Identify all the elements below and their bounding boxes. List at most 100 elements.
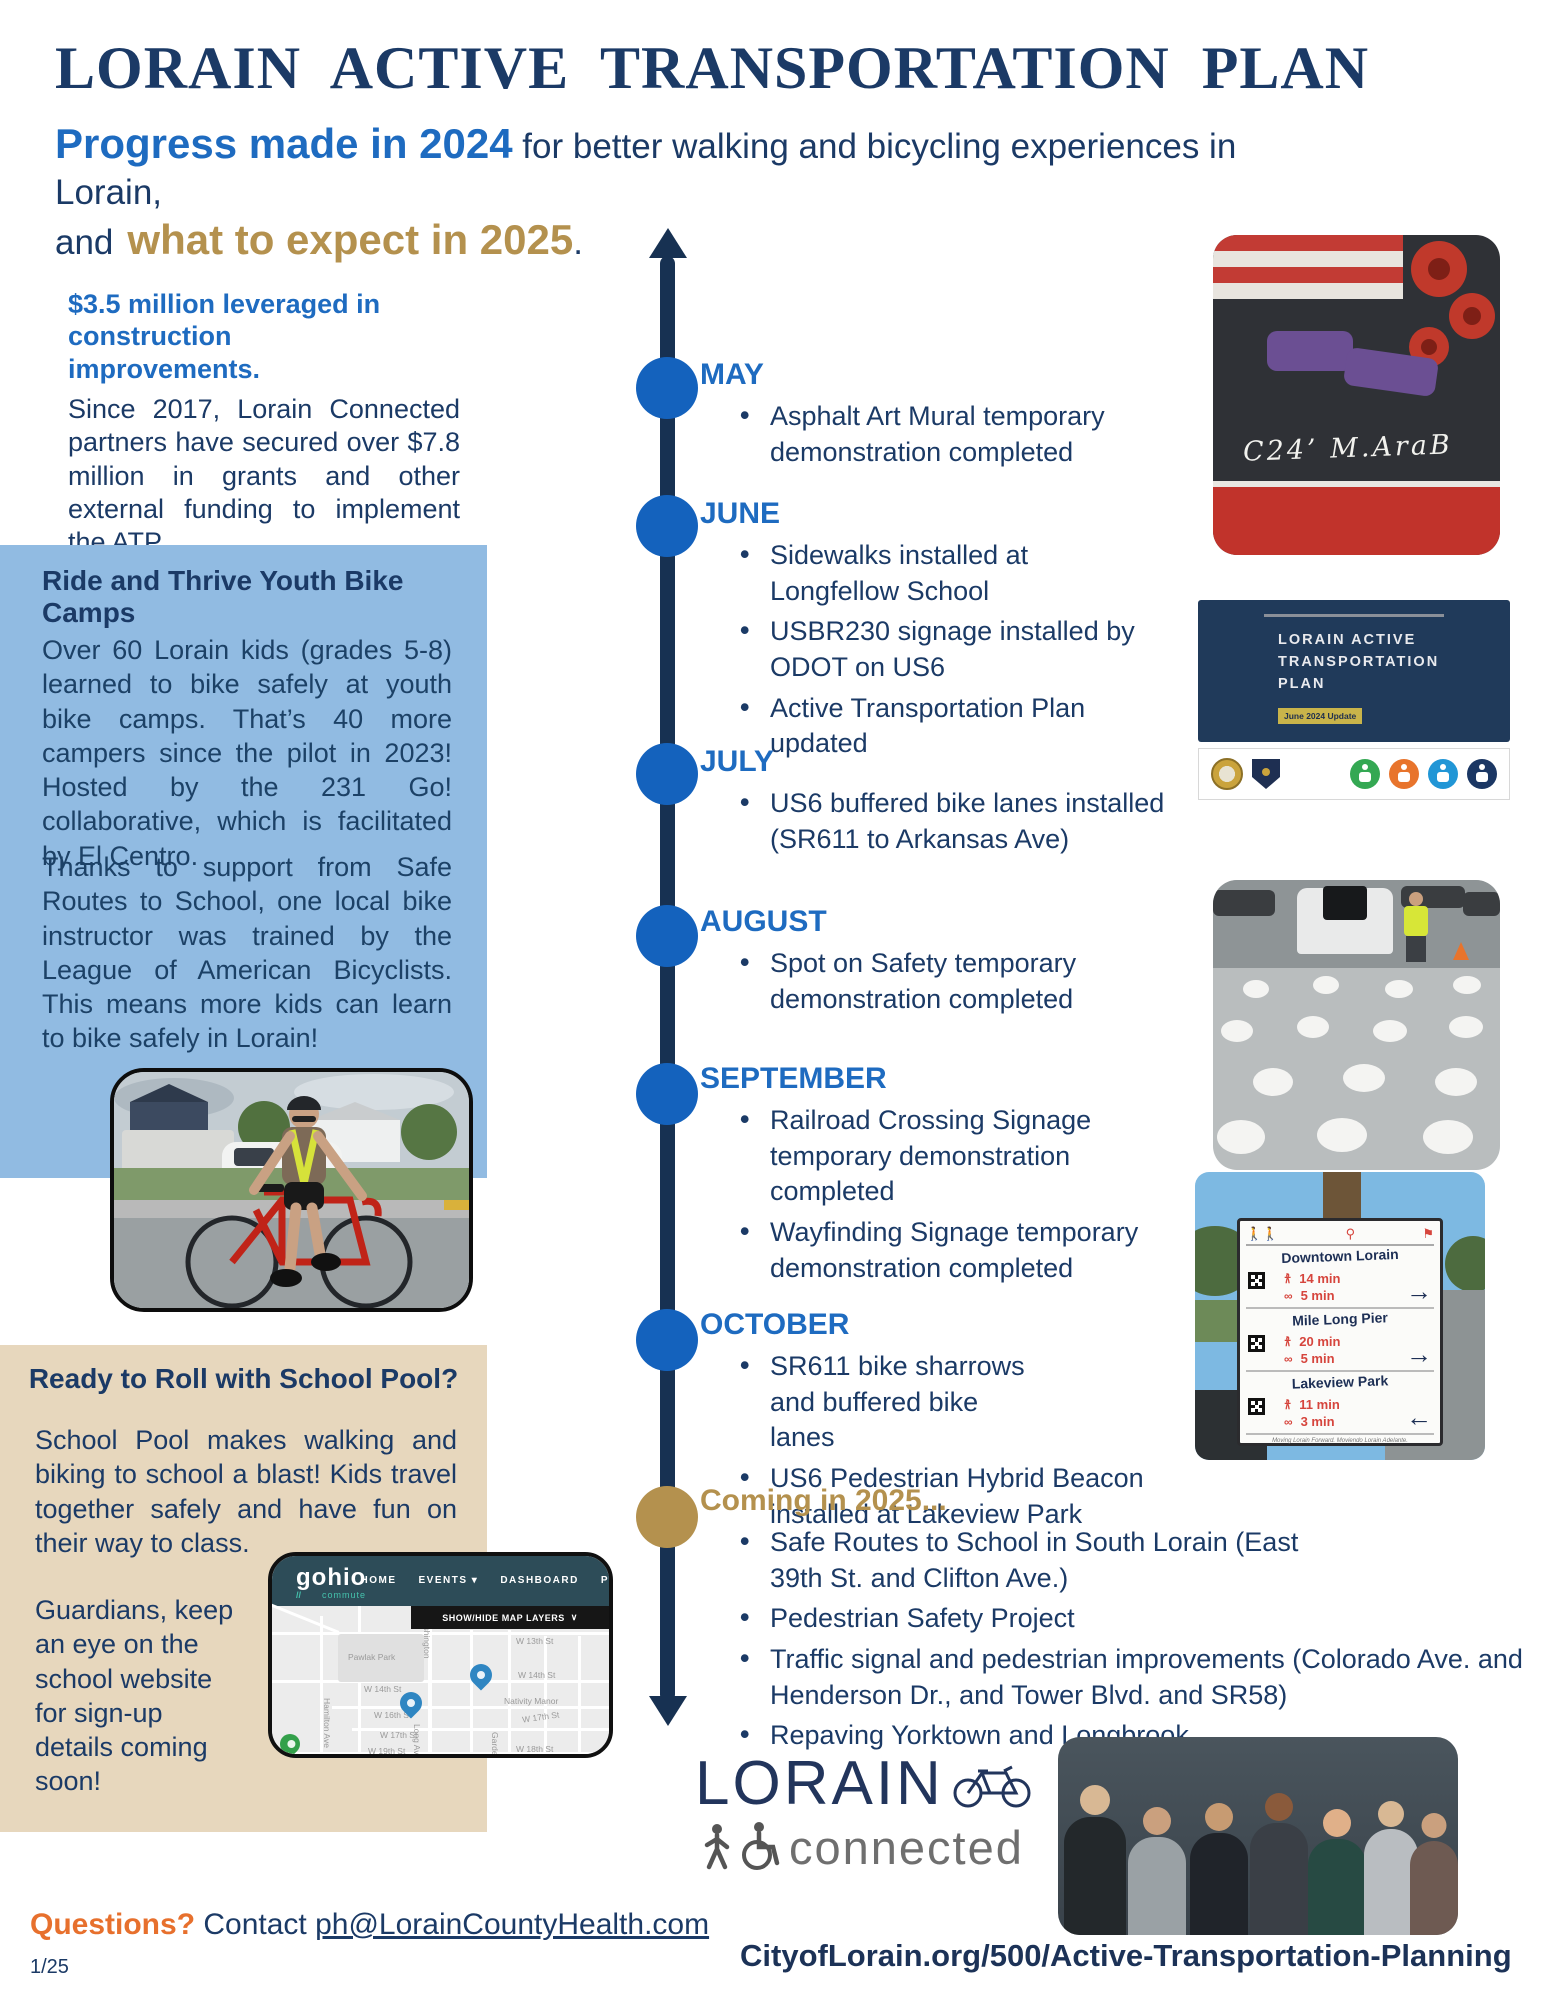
bike-icon: ∞ [1284,1288,1293,1303]
brand-lorain-text: LORAIN [695,1749,944,1818]
map-street-line [352,1728,609,1731]
body [1364,1829,1418,1935]
page-title: LORAIN ACTIVE TRANSPORTATION PLAN [55,35,1370,101]
direction-arrow-icon: → [1406,1276,1432,1306]
city-seal-icon [1211,758,1243,790]
walking-person-icon [704,1824,730,1870]
subtitle-expect-2025: what to expect in 2025 [127,216,574,264]
head [1421,1813,1447,1838]
mural-white-line [1213,481,1500,487]
month-items: US6 buffered bike lanes installed (SR611… [740,785,1218,857]
open-hatch [1323,886,1367,920]
pavement-dot [1385,980,1413,998]
tree [1445,1236,1485,1292]
month-label: SEPTEMBER [700,1062,887,1095]
body [1128,1837,1186,1935]
body [1064,1817,1126,1935]
pavement-dot [1253,1068,1293,1096]
photo-asphalt-art-mural: C24’ M.AraB [1213,235,1500,555]
atp-cover-title: LORAIN ACTIVE TRANSPORTATION PLAN [1278,632,1440,692]
timeline-dot-september [636,1063,698,1125]
contact-prefix: Contact [195,1908,316,1941]
team-member [1190,1803,1248,1935]
pavement-dot [1373,1020,1407,1042]
gohio-nav-dashboard: DASHBOARD [500,1575,579,1586]
timeline-item: SR611 bike sharrows and buffered bike la… [740,1348,1050,1456]
website-url[interactable]: CityofLorain.org/500/Active-Transportati… [740,1938,1512,1973]
funding-block: $3.5 million leveraged in construction i… [68,288,460,559]
timeline-dot-2025 [636,1486,698,1548]
photo-spot-on-safety [1213,880,1500,1170]
month-items: Safe Routes to School in South Lorain (E… [740,1524,1540,1754]
map-label: W 19th St [368,1746,406,1756]
timeline-item: Asphalt Art Mural temporary demonstratio… [740,398,1145,470]
team-member [1250,1793,1308,1935]
mural-stripe [1213,283,1403,299]
month-label: JUNE [700,497,781,530]
timeline-item: Railroad Crossing Signage temporary demo… [740,1102,1145,1210]
pavement-dot [1217,1120,1265,1154]
mural-signature: C24’ M.AraB [1242,429,1454,468]
team-member [1364,1801,1418,1935]
background-car [1213,890,1275,916]
timeline-item: Spot on Safety temporary demonstration c… [740,945,1145,1017]
timeline-item: Active Transportation Plan updated [740,689,1145,762]
atp-partner-logos [1198,748,1510,800]
bicycle-icon [953,1765,1031,1807]
family-walking-icon: 🚶🚶 [1246,1226,1279,1241]
timeline-arrow-down-icon [649,1696,687,1726]
bike-instructor-illustration [114,1072,469,1308]
body [1410,1841,1458,1935]
brand-connected-text: connected [789,1821,1024,1874]
mural-stripe [1213,235,1403,251]
bike-time-row: ∞5 min [1284,1351,1335,1366]
funding-heading: $3.5 million leveraged in construction i… [68,289,381,384]
walk-icon: 𐀪 [1284,1398,1292,1412]
timeline-dot-june [636,495,698,557]
gohio-map: Pawlak Park W 14th St W 16th St W 17th S… [272,1597,609,1756]
mural-stripe [1213,251,1403,267]
team-member [1308,1809,1366,1935]
pavement-dot [1221,1020,1253,1042]
bike-icon: ∞ [1284,1351,1293,1366]
questions-line: Questions? Contact ph@LorainCountyHealth… [30,1908,709,1942]
month-items: SR611 bike sharrows and buffered bike la… [740,1348,1145,1532]
subtitle-progress-2024: Progress made in 2024 [55,120,513,167]
body [1250,1823,1308,1935]
month-label: MAY [700,358,764,391]
pavement-dot [1317,1118,1367,1152]
walking-circle-icon [1350,759,1380,789]
safety-worker-legs [1406,936,1426,962]
page-subtitle: Progress made in 2024 for better walking… [55,118,1305,267]
bike-time-row: ∞5 min [1284,1288,1335,1303]
school-pool-heading: Ready to Roll with School Pool? [28,1363,459,1394]
photo-lorain-connected-team [1058,1737,1458,1935]
map-park-area [338,1634,424,1682]
wheelchair-icon [742,1822,780,1870]
month-label: AUGUST [700,905,827,938]
gohio-nav-profile: PRO [600,1575,609,1586]
atp-plan-cover: LORAIN ACTIVE TRANSPORTATION PLAN June 2… [1198,600,1510,800]
page-number: 1/25 [30,1956,69,1978]
map-label: W 14th St [518,1670,556,1680]
timeline-month-september: SEPTEMBER Railroad Crossing Signage temp… [700,1062,1145,1291]
month-label: JULY [700,745,774,778]
contact-email-link[interactable]: ph@LorainCountyHealth.com [315,1908,710,1941]
mural-stripe [1213,267,1403,283]
map-label: W 17th St [521,1709,560,1725]
head [1323,1809,1351,1837]
walk-icon: 𐀪 [1284,1335,1292,1349]
safety-worker-head [1409,892,1423,906]
safety-worker-vest [1404,906,1428,936]
atp-cover-badge: June 2024 Update [1278,708,1363,724]
timeline-month-june: JUNE Sidewalks installed at Longfellow S… [700,497,1145,767]
subtitle-rest: for better walking and bicycling experie… [55,127,1237,212]
map-street-line [470,1630,473,1754]
pavement-dot [1243,980,1269,998]
pavement-dot [1297,1016,1329,1038]
photo-bike-instructor [110,1068,473,1312]
